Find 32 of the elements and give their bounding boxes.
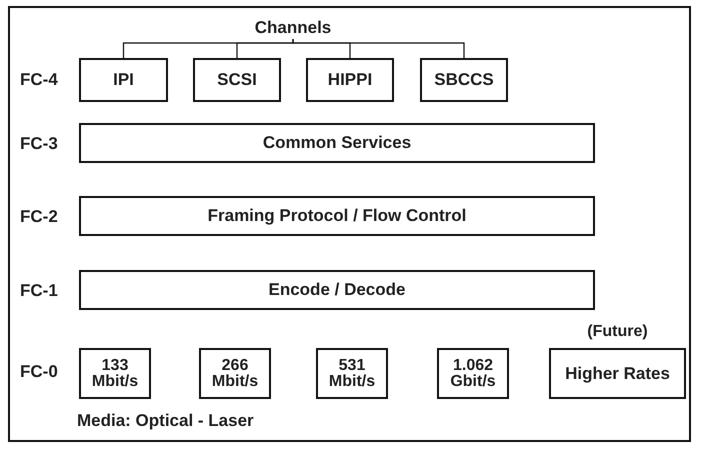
layer-label: FC-3 — [20, 134, 58, 154]
box-label: 1.062 Gbit/s — [449, 358, 497, 390]
layer-box — [79, 348, 151, 399]
box-label: 531 Mbit/s — [328, 358, 376, 390]
bracket-line — [292, 39, 465, 58]
box-label: HIPPI — [328, 71, 372, 89]
box-label: Common Services — [262, 134, 412, 152]
box-label: 266 Mbit/s — [210, 358, 260, 390]
box-label: Higher Rates — [565, 364, 670, 382]
layer-label: FC-4 — [20, 70, 58, 90]
layer-label: FC-0 — [20, 362, 58, 382]
layer-box — [79, 270, 595, 310]
box-label: 133 Mbit/s — [90, 358, 140, 390]
layer-box — [193, 58, 281, 102]
layer-box — [306, 58, 394, 102]
box-label: Encode / Decode — [268, 281, 406, 299]
box-label: SCSI — [217, 71, 257, 89]
note-text: (Future) — [587, 323, 648, 341]
box-label: IPI — [113, 71, 134, 89]
layer-box — [316, 348, 388, 399]
layer-box — [420, 58, 508, 102]
layer-label: FC-2 — [20, 207, 58, 227]
heading-text: Channels — [254, 19, 332, 37]
layer-box — [79, 123, 595, 163]
layer-box — [79, 196, 595, 236]
box-label: Framing Protocol / Flow Control — [208, 207, 466, 225]
box-label: SBCCS — [434, 71, 494, 89]
layer-box — [437, 348, 509, 399]
layer-box — [79, 58, 168, 102]
layer-box — [199, 348, 271, 399]
layer-label: FC-1 — [20, 281, 58, 301]
note-text: Media: Optical - Laser — [77, 411, 254, 431]
